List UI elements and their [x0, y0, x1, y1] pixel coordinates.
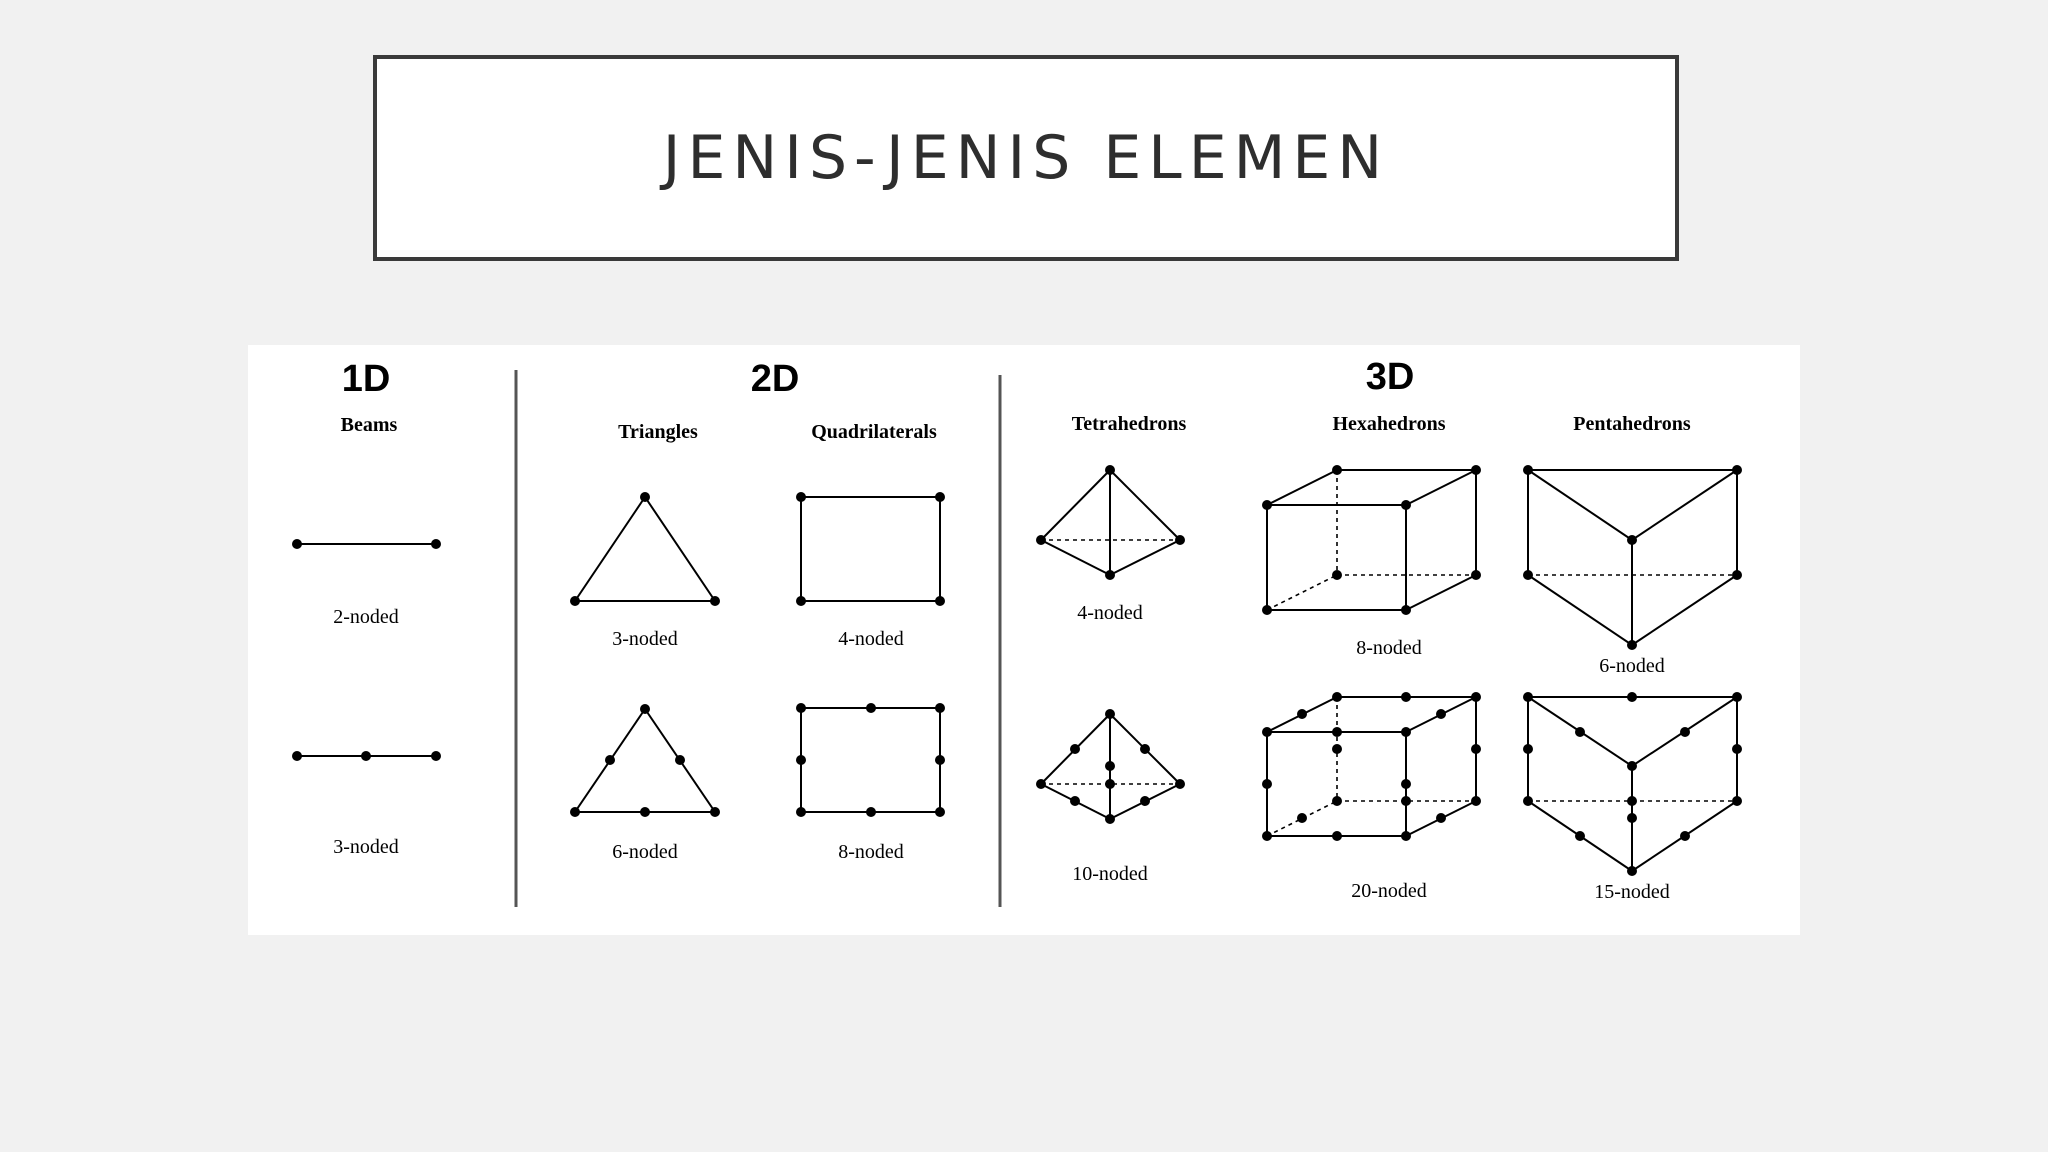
caption-quad-4: 4-noded [838, 628, 904, 650]
heading-3d: 3D [1366, 356, 1415, 398]
element-diagram: 1D 2D 3D Beams Triangles Quadrilaterals … [292, 356, 1742, 907]
quad-4-noded [796, 492, 945, 606]
penta-15-noded [1523, 692, 1742, 876]
caption-tet-10: 10-noded [1072, 863, 1148, 885]
beam-3-noded [292, 751, 441, 761]
tetra-4-noded [1036, 465, 1185, 580]
hexa-8-noded [1262, 465, 1481, 615]
label-triangles: Triangles [618, 421, 698, 443]
quad-8-noded [796, 703, 945, 817]
triangle-3-noded [570, 492, 720, 606]
title-box: JENIS-JENIS ELEMEN [373, 55, 1679, 261]
tetra-10-noded [1036, 709, 1185, 824]
caption-hex-8: 8-noded [1356, 637, 1422, 659]
label-quadrilaterals: Quadrilaterals [811, 421, 937, 443]
beam-2-noded [292, 539, 441, 549]
slide-title: JENIS-JENIS ELEMEN [662, 123, 1390, 193]
caption-pent-6: 6-noded [1599, 655, 1665, 677]
hexa-20-noded [1262, 692, 1481, 841]
caption-tet-4: 4-noded [1077, 602, 1143, 624]
heading-2d: 2D [751, 358, 800, 400]
caption-quad-8: 8-noded [838, 841, 904, 863]
label-beams: Beams [341, 414, 398, 436]
label-pentahedrons: Pentahedrons [1573, 413, 1691, 435]
caption-tri-6: 6-noded [612, 841, 678, 863]
triangle-6-noded [570, 704, 720, 817]
label-hexahedrons: Hexahedrons [1333, 413, 1446, 435]
caption-pent-15: 15-noded [1594, 881, 1670, 903]
caption-tri-3: 3-noded [612, 628, 678, 650]
element-types-figure: 1D 2D 3D Beams Triangles Quadrilaterals … [248, 345, 1800, 935]
label-tetrahedrons: Tetrahedrons [1072, 413, 1187, 435]
caption-beam-3: 3-noded [333, 836, 399, 858]
caption-beam-2: 2-noded [333, 606, 399, 628]
heading-1d: 1D [342, 358, 391, 400]
caption-hex-20: 20-noded [1351, 880, 1427, 902]
penta-6-noded [1523, 465, 1742, 650]
